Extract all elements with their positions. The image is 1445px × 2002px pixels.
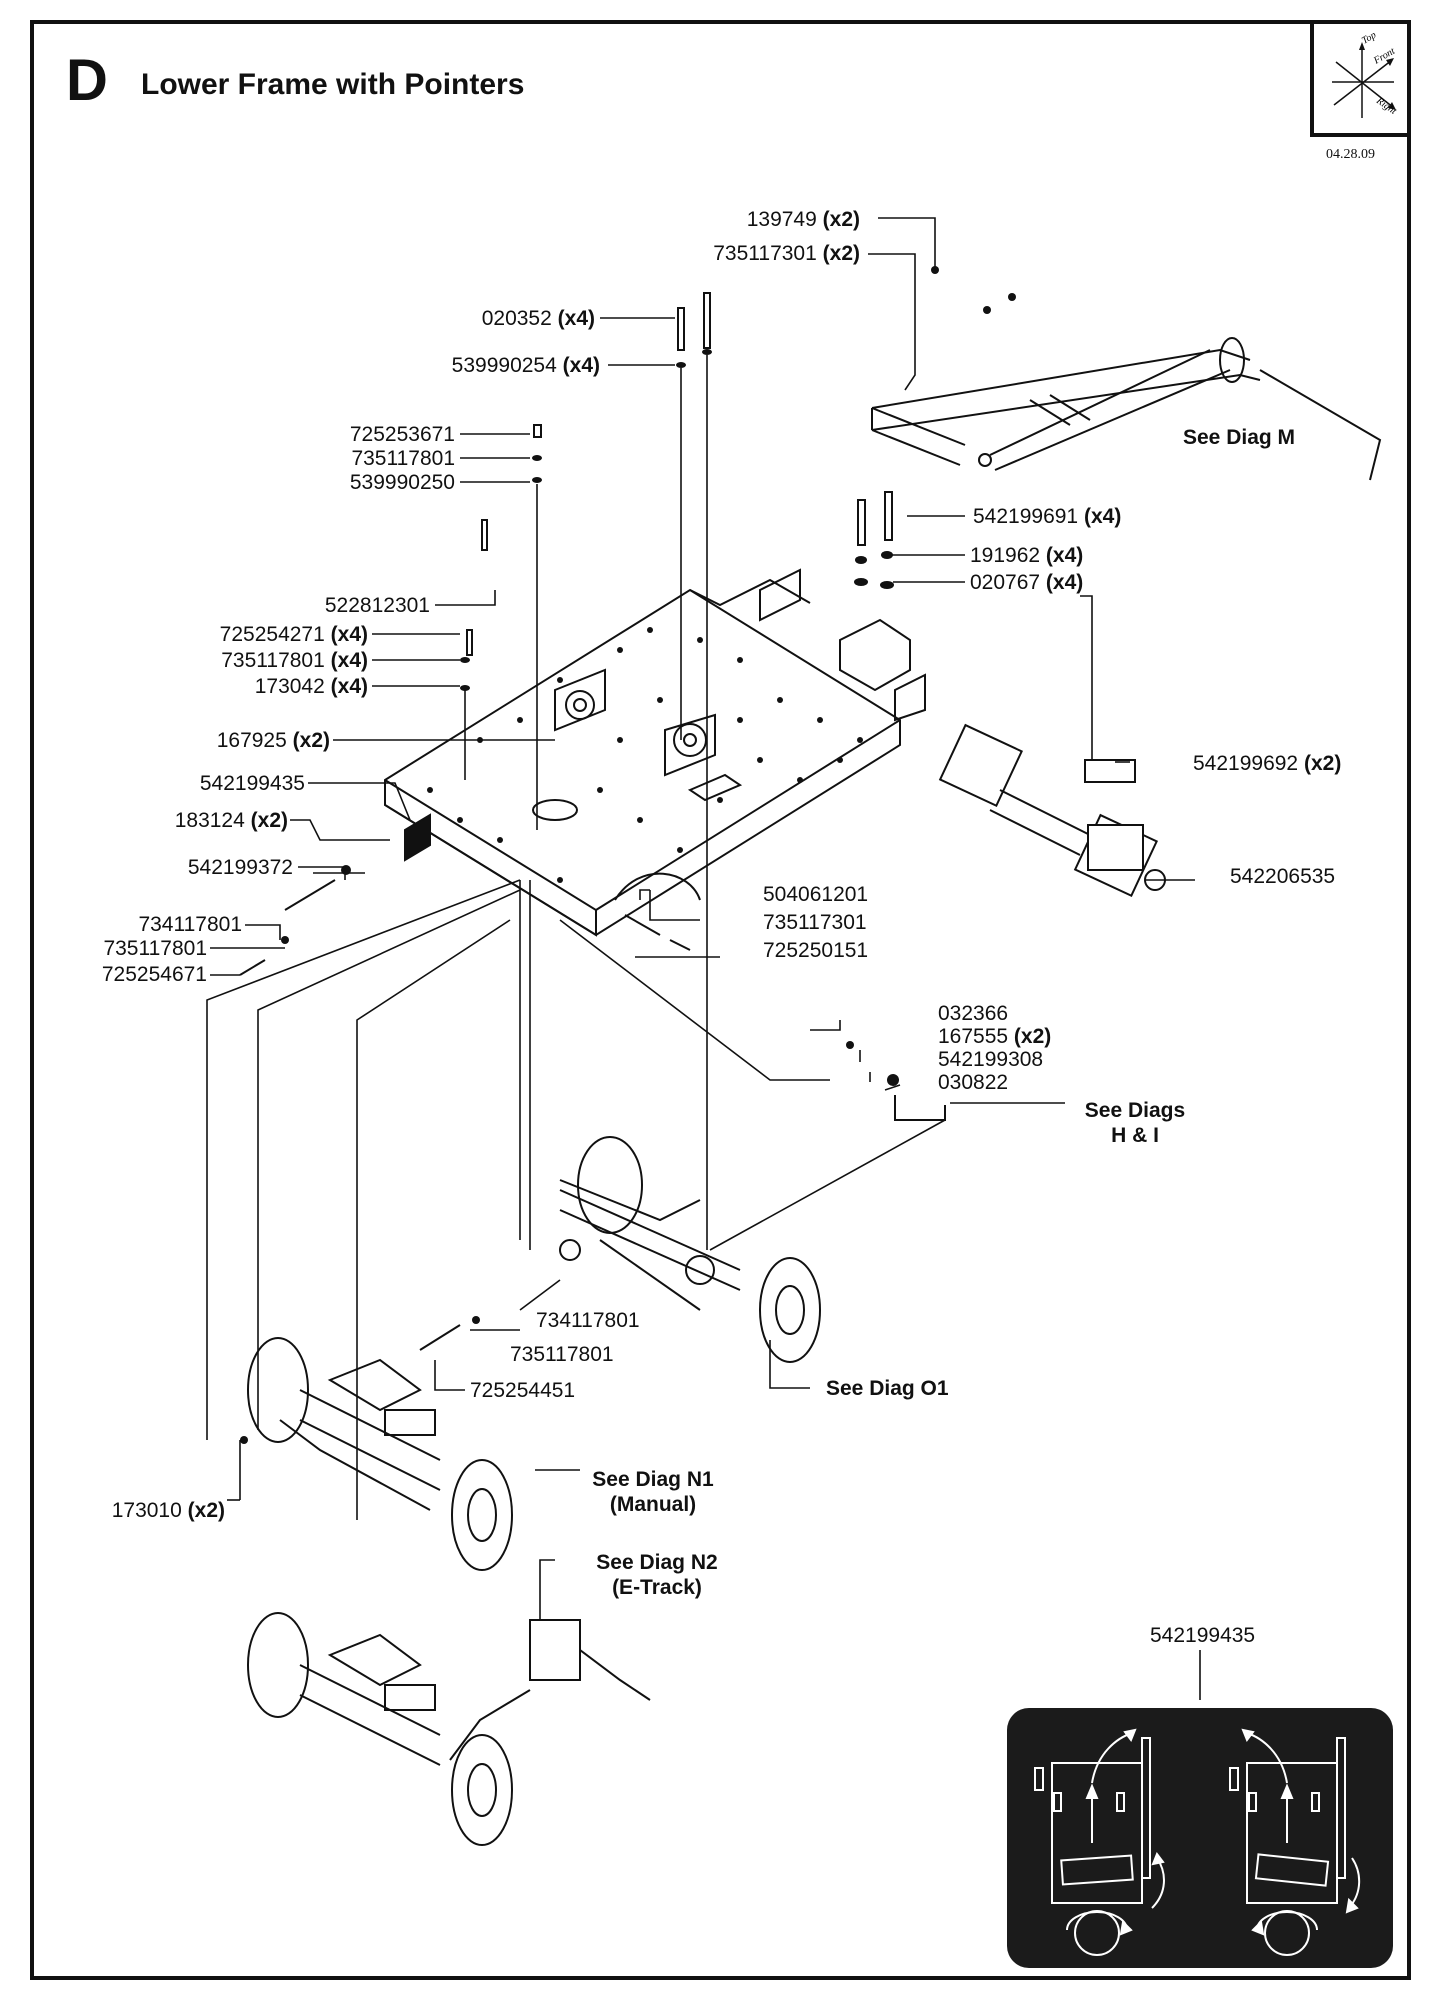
- part-label-542199435-inset: 542199435: [1150, 1624, 1256, 1647]
- frame-holes: [427, 627, 863, 883]
- bolts: [239, 292, 946, 1351]
- part-label-725250151: 725250151: [763, 939, 869, 962]
- part-label-735117801-c: 735117801: [510, 1343, 614, 1366]
- part-label-191962: 191962 (x4): [970, 544, 1084, 567]
- part-label-542199692: 542199692 (x2): [1193, 752, 1342, 775]
- part-label-139749: 139749 (x2): [746, 208, 860, 231]
- part-label-725254671: 725254671: [101, 963, 207, 986]
- part-label-183124: 183124 (x2): [174, 809, 288, 832]
- part-label-725254271: 725254271 (x4): [219, 623, 368, 646]
- ref-see-diag-n2-line1: See Diag N2: [596, 1551, 718, 1574]
- part-label-167925: 167925 (x2): [216, 729, 330, 752]
- part-label-735117301-x2: 735117301 (x2): [713, 242, 860, 265]
- ref-see-diag-n2-line2: (E-Track): [612, 1576, 702, 1600]
- part-label-725253671: 725253671: [349, 423, 455, 446]
- part-label-030822: 030822: [938, 1071, 1009, 1094]
- part-label-522812301: 522812301: [324, 594, 430, 617]
- part-label-032366: 032366: [938, 1002, 1009, 1025]
- ref-see-diags-hi-line1: See Diags: [1084, 1099, 1186, 1122]
- ref-see-diags-hi: See Diags H & I: [1070, 1098, 1200, 1148]
- diagram-title: Lower Frame with Pointers: [141, 68, 525, 101]
- ref-see-diag-m: See Diag M: [1183, 426, 1296, 449]
- leader-lines: [206, 217, 1201, 1700]
- part-label-020767: 020767 (x4): [970, 571, 1084, 594]
- ref-see-diag-n1: See Diag N1 (Manual): [583, 1467, 723, 1517]
- part-label-734117801-b: 734117801: [536, 1309, 640, 1332]
- ref-see-diags-hi-line2: H & I: [1111, 1124, 1159, 1148]
- tow-handle: [871, 337, 1382, 481]
- revision-date: 04.28.09: [1326, 147, 1375, 162]
- diagram-letter: D: [66, 48, 108, 113]
- ref-see-diag-n2: See Diag N2 (E-Track): [587, 1550, 727, 1600]
- part-label-020352: 020352 (x4): [481, 307, 595, 330]
- part-label-167555: 167555 (x2): [938, 1025, 1052, 1048]
- rear-axle-assembly: [938, 723, 1166, 898]
- part-label-542199691: 542199691 (x4): [973, 505, 1122, 528]
- part-label-542206535: 542206535: [1230, 865, 1336, 888]
- part-label-173042: 173042 (x4): [254, 675, 368, 698]
- page-border: [30, 20, 1411, 1980]
- part-label-542199308: 542199308: [938, 1048, 1044, 1071]
- part-label-734117801-a: 734117801: [138, 913, 242, 936]
- part-label-173010: 173010 (x2): [111, 1499, 225, 1522]
- part-label-539990250: 539990250: [349, 471, 455, 494]
- part-label-542199372: 542199372: [187, 856, 293, 879]
- ref-see-diag-n1-line1: See Diag N1: [592, 1468, 714, 1491]
- part-label-735117801-x4: 735117801 (x4): [221, 649, 368, 672]
- front-axle-o1: [559, 1136, 821, 1363]
- part-label-504061201: 504061201: [763, 883, 869, 906]
- ref-see-diag-n1-line2: (Manual): [609, 1493, 697, 1517]
- rear-axle-n2: [247, 1612, 651, 1846]
- part-label-539990254: 539990254 (x4): [451, 354, 600, 377]
- part-label-735117801-a: 735117801: [351, 447, 455, 470]
- ref-see-diag-o1: See Diag O1: [826, 1377, 949, 1400]
- lower-frame-plate: [384, 568, 926, 937]
- part-label-735117801-b: 735117801: [103, 937, 207, 960]
- rear-axle-n1: [247, 1337, 513, 1571]
- part-label-735117301: 735117301: [763, 911, 867, 934]
- pointer-rotation-inset: [1007, 1708, 1393, 1968]
- orientation-compass-icon: Top Front Right: [1310, 20, 1411, 137]
- part-label-542199435: 542199435: [199, 772, 305, 795]
- part-label-725254451: 725254451: [470, 1379, 576, 1402]
